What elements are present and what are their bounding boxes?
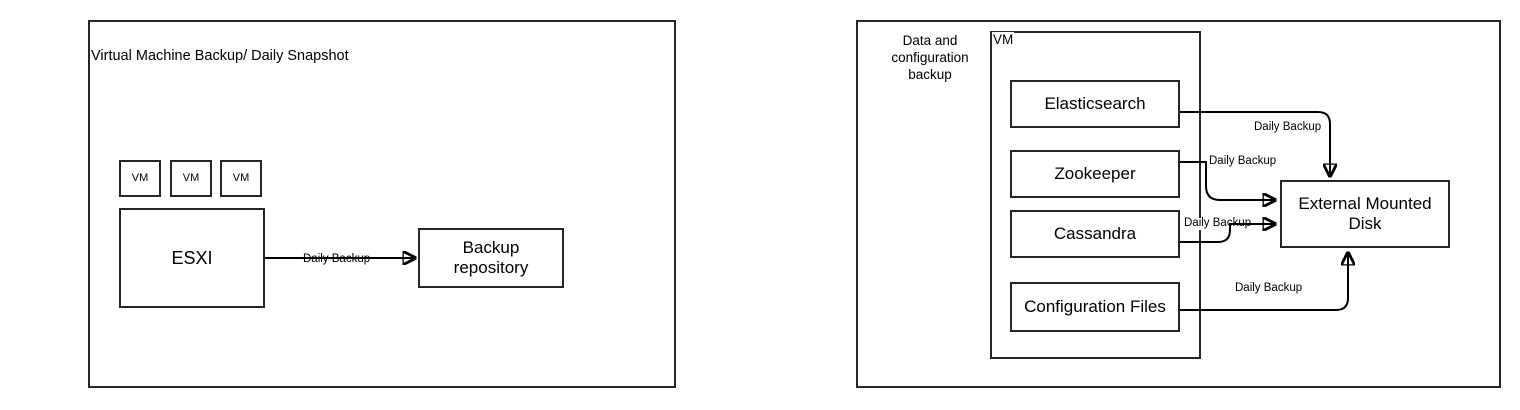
node-vm-3[interactable]: VM: [220, 160, 262, 197]
node-elasticsearch[interactable]: Elasticsearch: [1010, 80, 1180, 128]
edge-label-configuration-files-to-disk: Daily Backup: [1233, 282, 1305, 295]
node-cassandra-label: Cassandra: [1053, 224, 1137, 244]
node-esxi[interactable]: ESXI: [119, 208, 265, 308]
node-vm-3-label: VM: [232, 172, 250, 185]
node-configuration-files-label: Configuration Files: [1024, 297, 1166, 317]
node-external-mounted-disk[interactable]: External Mounted Disk: [1280, 180, 1450, 248]
node-configuration-files[interactable]: Configuration Files: [1010, 282, 1180, 332]
container-vm-label: VM: [992, 32, 1015, 49]
node-esxi-label: ESXI: [171, 247, 213, 268]
panel-virtual-machine-backup: [88, 20, 676, 388]
node-external-mounted-disk-label: External Mounted Disk: [1298, 194, 1432, 233]
node-backup-repository[interactable]: Backup repository: [418, 228, 564, 288]
node-vm-1[interactable]: VM: [119, 160, 161, 197]
panel-right-title: Data and configuration backup: [891, 33, 969, 82]
node-cassandra[interactable]: Cassandra: [1010, 210, 1180, 258]
edge-label-elasticsearch-to-disk: Daily Backup: [1252, 121, 1324, 134]
node-vm-2[interactable]: VM: [170, 160, 212, 197]
edge-label-esxi-to-backup-repository: Daily Backup: [301, 253, 373, 266]
node-vm-2-label: VM: [182, 172, 200, 185]
edge-label-zookeeper-to-disk: Daily Backup: [1207, 155, 1279, 168]
node-zookeeper-label: Zookeeper: [1054, 164, 1136, 184]
node-elasticsearch-label: Elasticsearch: [1044, 94, 1146, 114]
node-zookeeper[interactable]: Zookeeper: [1010, 150, 1180, 198]
panel-left-title: Virtual Machine Backup/ Daily Snapshot: [91, 48, 349, 64]
edge-label-cassandra-to-disk: Daily Backup: [1182, 217, 1254, 230]
node-backup-repository-label: Backup repository: [453, 238, 529, 277]
node-vm-1-label: VM: [131, 172, 149, 185]
